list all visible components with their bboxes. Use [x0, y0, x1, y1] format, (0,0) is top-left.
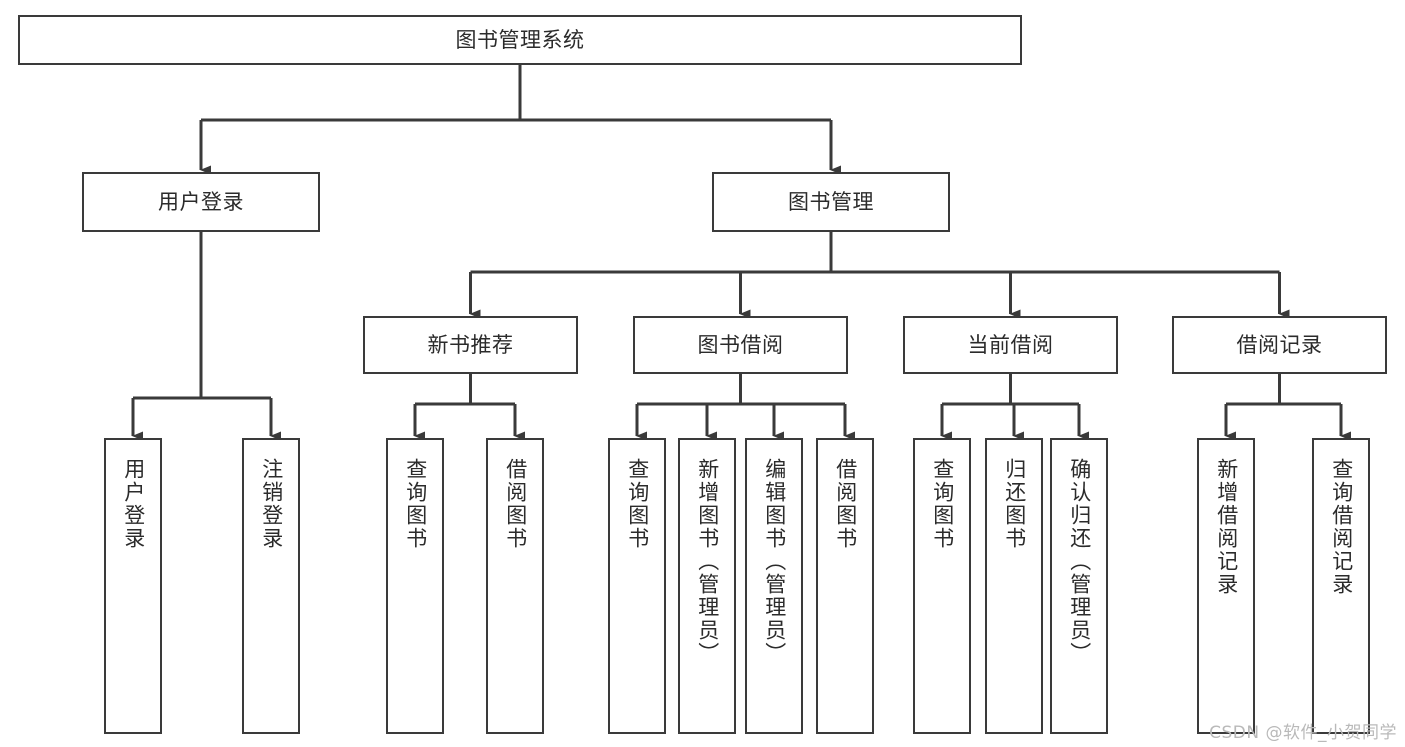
node-leaf-add-borrow-record[interactable]: 新增借阅记录: [1197, 438, 1255, 734]
node-leaf-current-query-book-label: 查询图书: [930, 458, 955, 550]
node-leaf-add-book-admin[interactable]: 新增图书（管理员）: [678, 438, 736, 734]
node-leaf-query-borrow-record[interactable]: 查询借阅记录: [1312, 438, 1370, 734]
node-leaf-user-logout-label: 注销登录: [259, 458, 284, 550]
node-leaf-borrow-book-label: 借阅图书: [833, 458, 858, 550]
edge-lines: [131, 65, 1351, 441]
node-leaf-current-query-book[interactable]: 查询图书: [913, 438, 971, 734]
node-leaf-borrow-query-book-label: 查询图书: [625, 458, 650, 550]
node-leaf-recommend-borrow-book-label: 借阅图书: [503, 458, 528, 550]
node-leaf-borrow-book[interactable]: 借阅图书: [816, 438, 874, 734]
node-leaf-recommend-query-book[interactable]: 查询图书: [386, 438, 444, 734]
node-leaf-add-borrow-record-label: 新增借阅记录: [1214, 458, 1239, 596]
node-leaf-user-login[interactable]: 用户登录: [104, 438, 162, 734]
node-borrow-record-label: 借阅记录: [1236, 332, 1323, 357]
node-book-borrow-label: 图书借阅: [697, 332, 784, 357]
node-current-borrow[interactable]: 当前借阅: [903, 316, 1118, 374]
node-new-book-recommend[interactable]: 新书推荐: [363, 316, 578, 374]
node-leaf-user-logout[interactable]: 注销登录: [242, 438, 300, 734]
node-current-borrow-label: 当前借阅: [967, 332, 1054, 357]
node-leaf-query-borrow-record-label: 查询借阅记录: [1329, 458, 1354, 596]
node-leaf-recommend-query-book-label: 查询图书: [403, 458, 428, 550]
node-borrow-record[interactable]: 借阅记录: [1172, 316, 1387, 374]
node-leaf-return-book[interactable]: 归还图书: [985, 438, 1043, 734]
node-leaf-add-book-admin-label: 新增图书（管理员）: [695, 458, 720, 665]
node-leaf-confirm-return-admin[interactable]: 确认归还（管理员）: [1050, 438, 1108, 734]
node-leaf-confirm-return-admin-label: 确认归还（管理员）: [1067, 458, 1092, 665]
node-leaf-recommend-borrow-book[interactable]: 借阅图书: [486, 438, 544, 734]
node-book-borrow[interactable]: 图书借阅: [633, 316, 848, 374]
node-leaf-user-login-label: 用户登录: [121, 458, 146, 550]
node-user-login[interactable]: 用户登录: [82, 172, 320, 232]
node-leaf-edit-book-admin-label: 编辑图书（管理员）: [762, 458, 787, 665]
node-book-manage[interactable]: 图书管理: [712, 172, 950, 232]
node-leaf-edit-book-admin[interactable]: 编辑图书（管理员）: [745, 438, 803, 734]
node-new-book-recommend-label: 新书推荐: [427, 332, 514, 357]
node-root-label: 图书管理系统: [455, 27, 585, 52]
node-book-manage-label: 图书管理: [788, 189, 874, 214]
node-leaf-return-book-label: 归还图书: [1002, 458, 1027, 550]
node-root[interactable]: 图书管理系统: [18, 15, 1022, 65]
node-user-login-label: 用户登录: [158, 189, 244, 214]
node-leaf-borrow-query-book[interactable]: 查询图书: [608, 438, 666, 734]
